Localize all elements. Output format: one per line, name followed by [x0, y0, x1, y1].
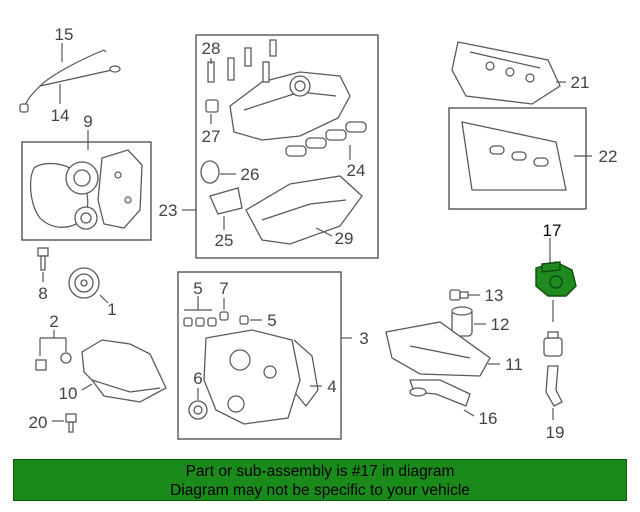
group-box-9	[21, 141, 152, 241]
callout-5b: 5	[267, 311, 276, 330]
oil-pickup-part-16	[409, 379, 471, 407]
callout-4: 4	[327, 377, 336, 396]
callout-19: 19	[546, 423, 565, 442]
gasket-part-25	[209, 187, 243, 215]
highlighted-part-17	[535, 261, 577, 297]
oil-tube-part-19	[545, 365, 563, 407]
callout-13: 13	[485, 286, 504, 305]
sensor-part-13	[449, 289, 469, 301]
group-box-3	[177, 271, 342, 440]
oil-pan-part	[81, 339, 167, 403]
timing-chain-cover-part	[203, 329, 301, 425]
callout-23: 23	[159, 201, 178, 220]
callout-7: 7	[219, 279, 228, 298]
seal-part-7	[219, 311, 229, 321]
banner-line-2: Diagram may not be specific to your vehi…	[170, 482, 470, 499]
crank-pulley-part	[68, 267, 100, 299]
callout-8: 8	[38, 284, 47, 303]
callout-1: 1	[107, 300, 116, 319]
callout-21: 21	[571, 73, 590, 92]
dipstick-part	[39, 65, 121, 87]
valve-cover-gasket-part	[461, 121, 567, 191]
callout-15: 15	[55, 25, 74, 44]
callout-9: 9	[83, 112, 92, 131]
parts-diagram: 15 14 9 8 1 2 10 20 28 27 26 24 23 25 29…	[19, 25, 618, 442]
callout-2: 2	[49, 312, 58, 331]
bolt-part-20	[65, 413, 77, 433]
callout-14: 14	[51, 106, 70, 125]
seals-part-5	[183, 315, 249, 327]
callout-17: 17	[543, 221, 562, 240]
callout-20: 20	[29, 413, 48, 432]
callout-25: 25	[215, 231, 234, 250]
callout-10: 10	[59, 384, 78, 403]
valve-cover-part	[451, 41, 561, 105]
bolt-part-8	[37, 247, 49, 271]
windage-tray-part-11	[385, 321, 491, 377]
fitting-part-18	[543, 331, 563, 357]
gasket-part-26	[200, 160, 220, 184]
callout-26: 26	[241, 165, 260, 184]
drain-plug-part	[35, 352, 72, 371]
gasket-part-4	[293, 339, 319, 407]
callout-6: 6	[193, 369, 202, 388]
group-box-22	[448, 107, 587, 210]
intake-manifold-part	[229, 71, 351, 141]
group-box-23	[195, 34, 379, 259]
timing-belt-part	[30, 161, 99, 230]
dipstick-tube-part	[19, 49, 107, 113]
callout-12: 12	[491, 315, 510, 334]
callout-27: 27	[202, 127, 221, 146]
oil-filter-part-12	[451, 306, 473, 337]
callout-28: 28	[202, 39, 221, 58]
lower-manifold-part-29	[245, 175, 363, 245]
callout-24: 24	[347, 161, 366, 180]
front-seal-part-6	[188, 400, 208, 420]
banner-line-1: Part or sub-assembly is #17 in diagram	[185, 463, 455, 480]
callout-16: 16	[479, 409, 498, 428]
callout-22: 22	[599, 147, 618, 166]
gaskets-part-24	[285, 121, 367, 157]
fasteners-part-28	[207, 39, 277, 83]
sensor-part-27	[205, 99, 219, 113]
timing-cover-part	[97, 149, 143, 229]
callout-5a: 5	[193, 279, 202, 298]
highlight-notice-banner: Part or sub-assembly is #17 in diagram D…	[13, 459, 627, 501]
callout-29: 29	[335, 229, 354, 248]
callout-3: 3	[359, 329, 368, 348]
callout-11: 11	[505, 355, 523, 374]
